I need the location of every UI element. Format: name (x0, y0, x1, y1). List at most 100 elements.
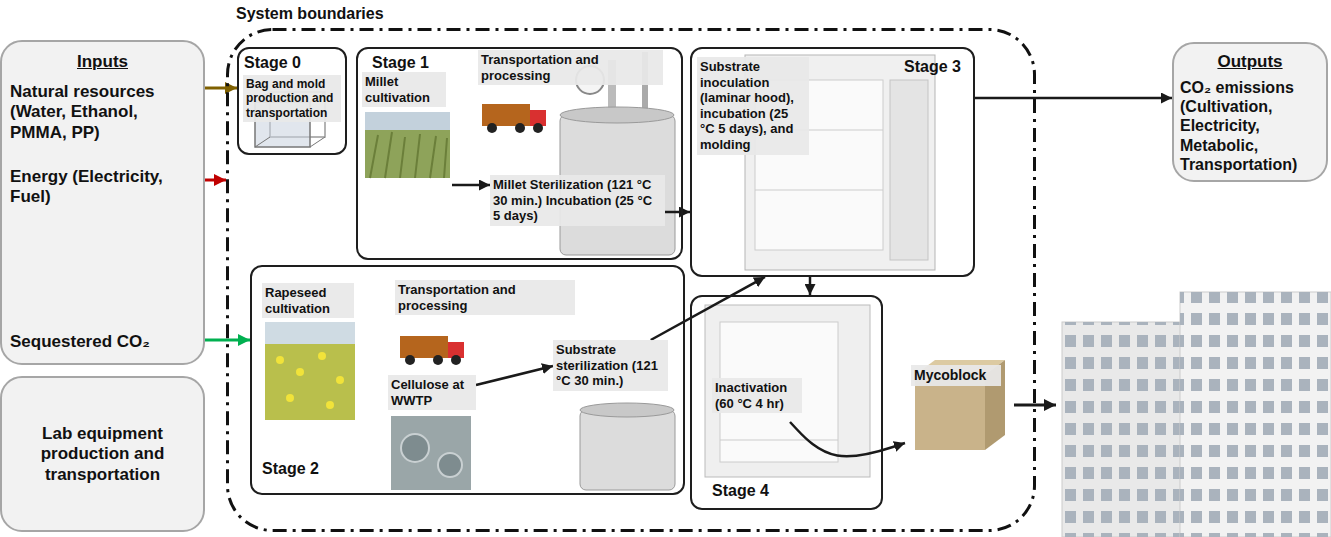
autoclave-icon (580, 403, 674, 417)
oven-icon (705, 305, 870, 477)
rapeseed-field-photo (286, 394, 294, 402)
process-step: Transportation and processing (395, 280, 575, 330)
step-label: Substrate inoculation (laminar hood), in… (697, 57, 809, 155)
boundary-outline (226, 28, 1036, 532)
truck-icon (405, 355, 415, 365)
process-step: Transportation and processing (478, 50, 663, 100)
stage-heading: Stage 4 (712, 481, 812, 500)
stage-box: Stage 4 Inactivation (60 °C 4 hr) (690, 295, 883, 510)
flow-arrow (205, 87, 237, 90)
product-label: Mycoblock (911, 365, 1001, 386)
truck-icon (400, 336, 464, 365)
flow-arrow (205, 339, 250, 342)
use-arrow (1014, 404, 1056, 407)
step-label: Substrate sterilization (121 °C 30 min.) (553, 340, 668, 391)
boundary-outline (228, 30, 1035, 531)
input-item: Natural resources (Water, Ethanol, PMMA,… (10, 82, 195, 143)
boundary-heading: System boundaries (236, 4, 436, 23)
stage-box: Stage 1Millet cultivation Transportation … (356, 47, 683, 260)
rapeseed-field-photo (265, 322, 355, 344)
step-label: Bag and mold production and transportati… (243, 75, 341, 122)
stage-heading: Stage 1 (372, 53, 472, 72)
step-label: Cellulose at WWTP (388, 375, 476, 410)
flow-arrow (665, 211, 690, 214)
panel-text: Lab equipment production and transportat… (8, 424, 197, 485)
wwtp-photo (401, 434, 429, 462)
truck-icon (487, 123, 497, 133)
incubator-icon (890, 80, 928, 260)
step-label: Millet Sterilization (121 °C 30 min.) In… (490, 175, 665, 226)
building-illustration (1180, 292, 1331, 537)
autoclave-icon (560, 107, 674, 123)
step-label: Rapeseed cultivation (262, 283, 354, 318)
stage-heading: Stage 3 (904, 57, 972, 76)
millet-field-photo (370, 132, 447, 178)
millet-field-photo (365, 112, 450, 178)
step-label: Transportation and processing (478, 50, 663, 85)
oven-icon (720, 440, 838, 441)
rapeseed-field-photo (336, 376, 344, 384)
flow-panel: OutputsCO₂ emissions (Cultivation, Elect… (1172, 42, 1328, 182)
flow-arrow (476, 366, 553, 385)
flow-arrow (790, 422, 905, 456)
panel-heading: Outputs (1174, 52, 1326, 72)
process-step: Millet cultivation (362, 72, 452, 192)
use-arrow (1014, 405, 1056, 406)
input-item: Sequestered CO₂ (10, 332, 195, 352)
rapeseed-field-photo (276, 356, 284, 364)
flow-arrow (452, 184, 490, 187)
rapeseed-field-photo (296, 368, 304, 376)
flow-panel: Lab equipment production and transportat… (0, 376, 205, 532)
rapeseed-field-photo (265, 322, 355, 420)
flow-arrow (975, 97, 1172, 100)
autoclave-icon (580, 403, 675, 490)
truck-icon (482, 104, 546, 133)
stage-box: Stage 3 Substrate inoculation (laminar ho… (690, 47, 975, 277)
mycoblock-photo (915, 375, 985, 450)
truck-icon (533, 123, 543, 133)
process-step: Mycoblock (905, 355, 1012, 458)
flow-arrow (651, 277, 765, 340)
rapeseed-field-photo (326, 401, 334, 409)
stage-box: Stage 2 Rapeseed cultivation Transportatio… (250, 265, 685, 495)
process-step: Inactivation (60 °C 4 hr) (712, 378, 802, 422)
truck-icon (400, 336, 448, 358)
stage-heading: Stage 0 (244, 53, 340, 72)
wwtp-photo (391, 416, 471, 490)
step-label: Transportation and processing (395, 280, 575, 315)
process-step: Rapeseed cultivation (262, 283, 357, 425)
rapeseed-field-photo (318, 352, 326, 360)
stage-heading: Stage 2 (262, 459, 362, 478)
truck-icon (451, 355, 461, 365)
building-illustration (1180, 292, 1331, 537)
flow-panel: InputsNatural resources (Water, Ethanol,… (0, 40, 205, 365)
oven-icon (705, 305, 870, 477)
panel-heading: Inputs (2, 52, 203, 72)
input-item: Energy (Electricity, Fuel) (10, 167, 195, 208)
truck-icon (433, 355, 443, 365)
truck-icon (515, 123, 525, 133)
process-step: Millet Sterilization (121 °C 30 min.) In… (490, 175, 665, 241)
rapeseed-field-photo (265, 322, 355, 420)
mold-icon (310, 137, 325, 147)
output-item: CO₂ emissions (Cultivation, Electricity,… (1180, 78, 1322, 174)
system-boundary: System boundariesStage 0Bag and mold pro… (226, 28, 1036, 532)
millet-field-photo (365, 112, 450, 130)
connectors (205, 88, 1172, 456)
millet-field-photo (365, 112, 450, 178)
stage-box: Stage 0 Bag and mold production and trans… (237, 47, 347, 155)
flow-arrow (809, 277, 812, 295)
building-illustration (1062, 292, 1331, 537)
flow-arrow (205, 179, 226, 182)
wwtp-photo (391, 416, 471, 490)
process-step: Substrate sterilization (121 °C 30 min.) (553, 340, 668, 398)
building-illustration (1062, 322, 1182, 537)
building-illustration (1062, 322, 1182, 537)
autoclave-icon (580, 410, 675, 490)
incubator-icon (755, 190, 883, 191)
mold-icon (255, 137, 270, 147)
step-label: Inactivation (60 °C 4 hr) (712, 378, 802, 413)
process-step: Cellulose at WWTP (388, 375, 476, 495)
